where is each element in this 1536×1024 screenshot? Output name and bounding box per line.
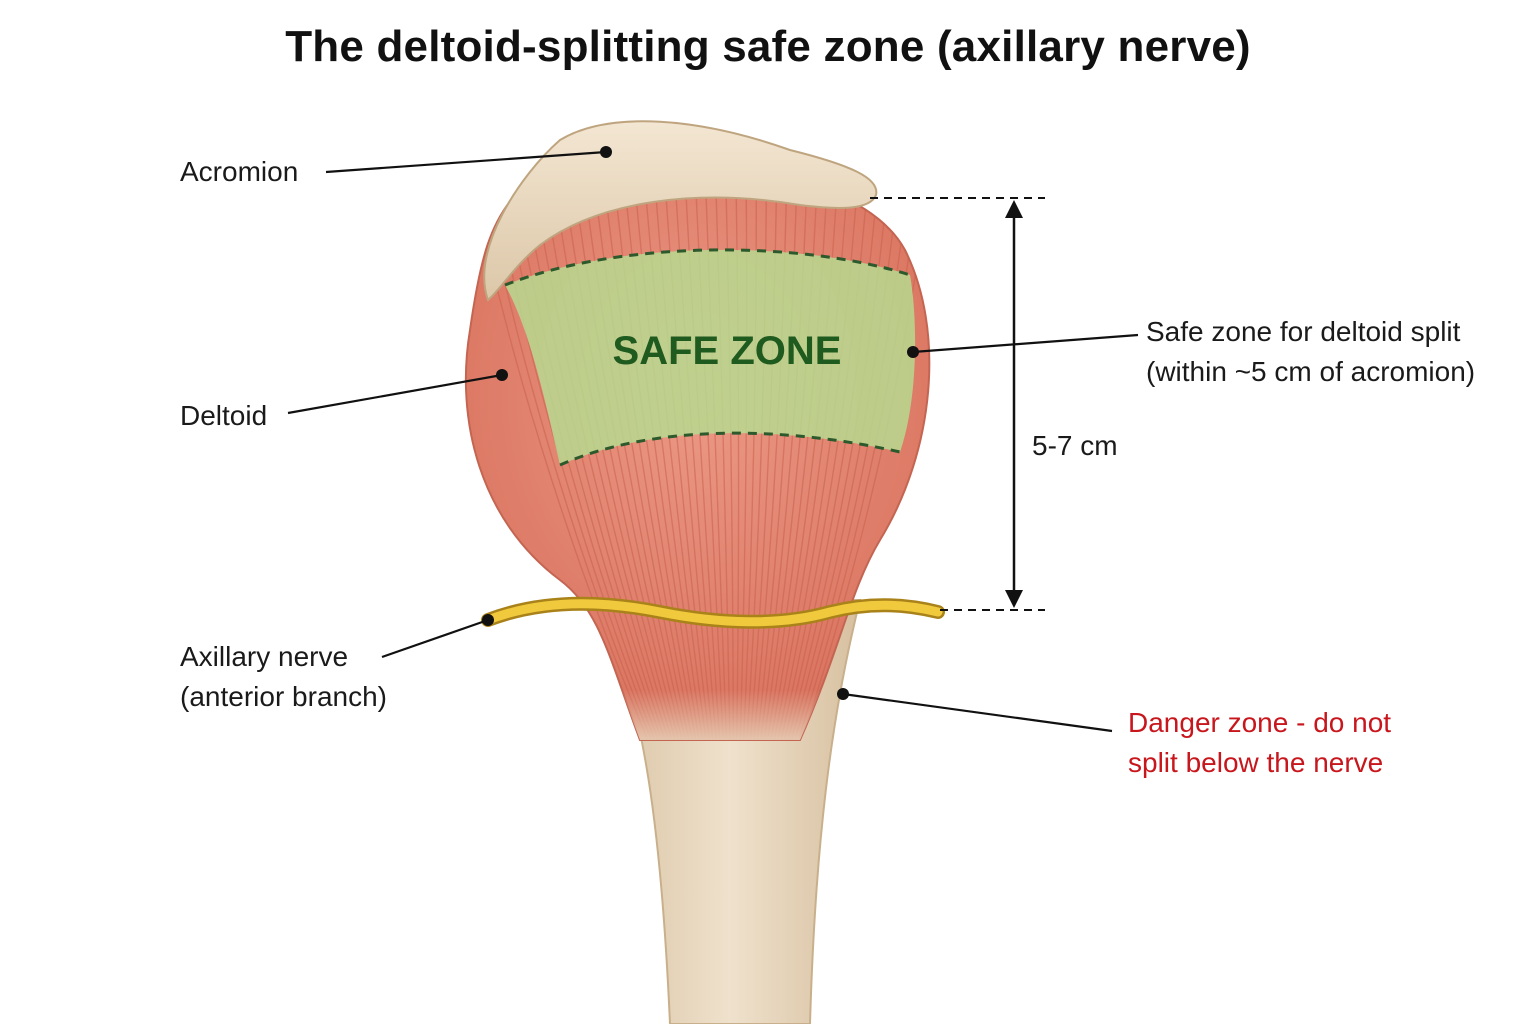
axillary-nerve <box>481 596 945 629</box>
diagram-title: The deltoid-splitting safe zone (axillar… <box>285 22 1251 71</box>
acromion-label: Acromion <box>180 156 299 187</box>
acromion-bone <box>483 120 878 302</box>
safe-zone-label: SAFE ZONE <box>613 329 842 373</box>
safe-zone-note: Safe zone for deltoid split (within ~5 c… <box>1146 316 1476 387</box>
deltoid-label: Deltoid <box>180 400 268 431</box>
safe-zone-band: SAFE ZONE <box>504 248 916 467</box>
leader-dots <box>482 146 919 700</box>
safe-zone-upper-border <box>504 248 911 287</box>
safe-zone-lower-border <box>559 431 901 467</box>
danger-zone-label: Danger zone - do not split below the ner… <box>1128 707 1392 778</box>
axillary-nerve-label: Axillary nerve (anterior branch) <box>180 641 387 712</box>
distance-label: 5-7 cm <box>1032 430 1118 461</box>
leader-lines <box>287 150 1139 733</box>
distance-measurement <box>870 197 1045 611</box>
